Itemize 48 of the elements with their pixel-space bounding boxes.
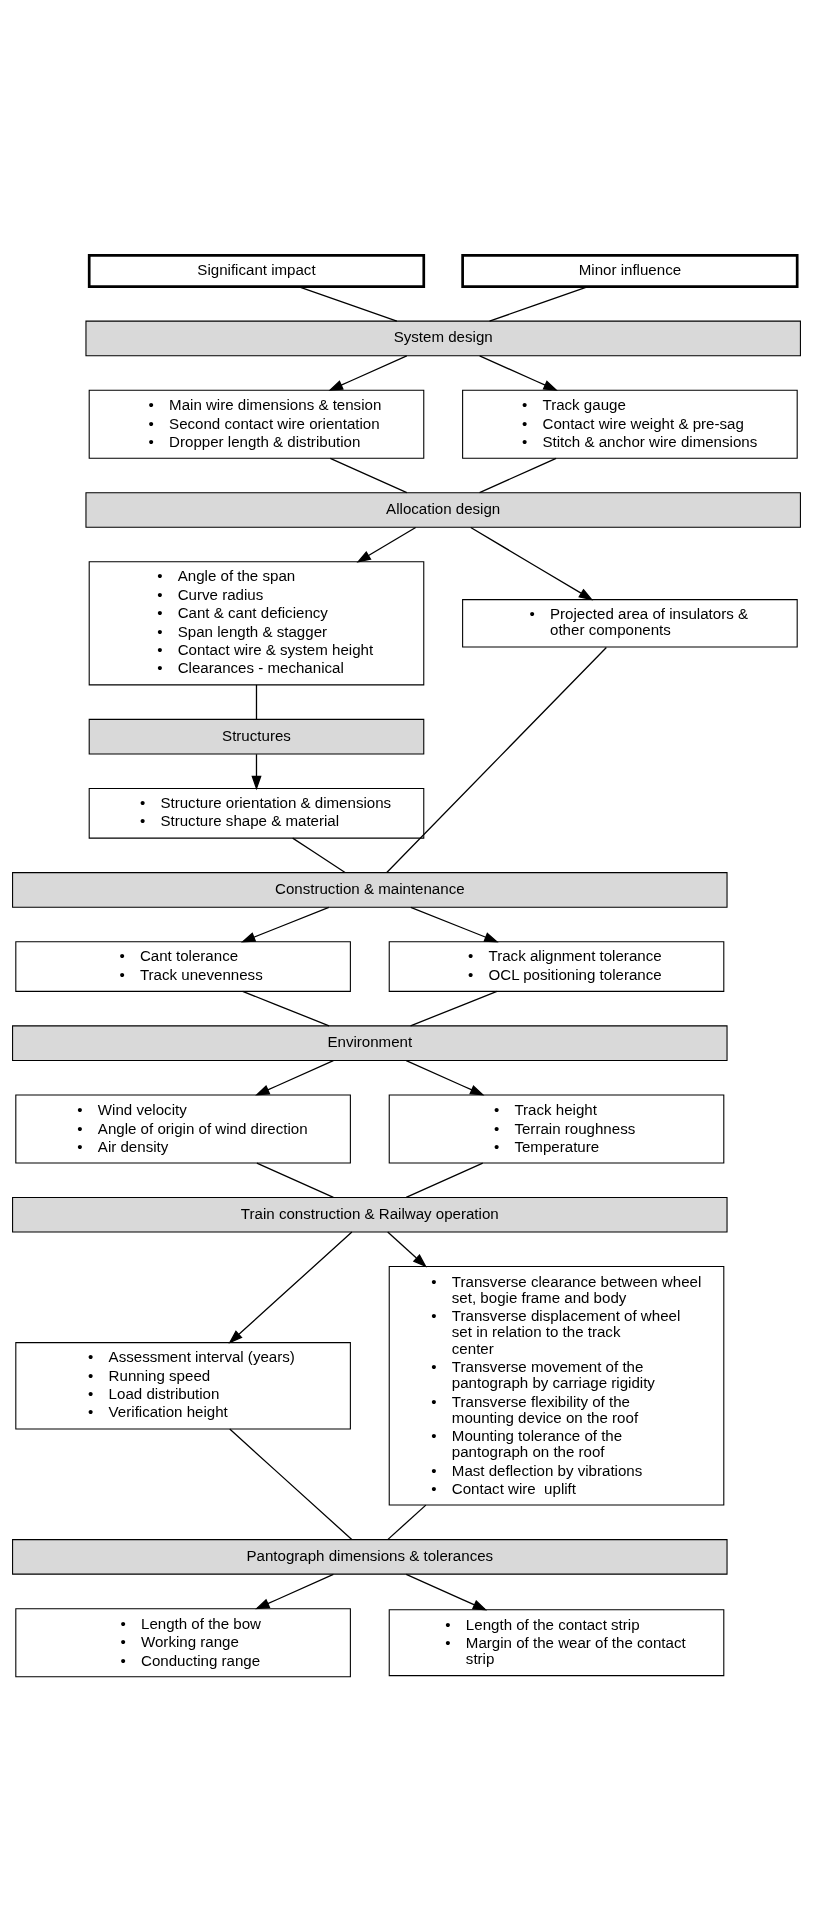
node-box: Minor influence <box>461 253 799 288</box>
connector <box>409 990 498 1027</box>
node-box: • Length of the contact strip • Margin of the wear of the contact strip <box>388 1609 725 1677</box>
node-box: • Assessment interval (years) • Running speed • Load distribution • Verification height <box>15 1342 351 1430</box>
arrow <box>479 355 558 391</box>
node-box: System design <box>85 320 801 357</box>
node-box: Significant impact <box>87 253 426 288</box>
connector <box>478 457 557 494</box>
connector <box>488 286 589 322</box>
node-box: • Track gauge • Contact wire weight & pre-sag • Stitch & anchor wire dimensions <box>462 389 798 459</box>
node-box: • Angle of the span • Curve radius • Cant & cant deficiency • Span length & stagger • Contact wire & system height • Clearances - mechanical <box>88 561 425 686</box>
node-box: Train construction & Railway operation <box>12 1196 728 1233</box>
arrow <box>356 526 417 563</box>
arrow <box>251 753 262 791</box>
node-box: • Track height • Terrain roughness • Temperature <box>388 1094 725 1164</box>
node-box: • Cant tolerance • Track unevenness <box>15 941 351 992</box>
node-box: • Length of the bow • Working range • Conducting range <box>15 1608 351 1678</box>
node-box: • Projected area of insulators & other components <box>462 599 798 648</box>
node-box: • Main wire dimensions & tension • Second contact wire orientation • Dropper length & distribution <box>88 389 425 459</box>
arrow <box>255 1573 334 1610</box>
arrow <box>255 1059 334 1096</box>
arrow <box>470 526 594 601</box>
connector <box>229 1428 353 1541</box>
connector <box>386 646 607 874</box>
connector <box>256 1162 335 1199</box>
node-box: • Wind velocity • Angle of origin of wind direction • Air density <box>15 1094 351 1164</box>
node-box: Pantograph dimensions & tolerances <box>12 1539 728 1575</box>
arrow <box>328 355 408 391</box>
node-box: Structures <box>88 718 425 755</box>
connector <box>387 1504 427 1540</box>
arrow <box>410 906 499 943</box>
connector <box>405 1162 484 1199</box>
arrow <box>228 1231 353 1344</box>
arrow <box>387 1231 427 1268</box>
node-box: Environment <box>12 1025 728 1061</box>
arrow <box>405 1573 488 1611</box>
connector <box>255 684 258 720</box>
connector <box>329 457 408 494</box>
connector <box>297 286 398 322</box>
connector <box>242 990 330 1027</box>
node-box: Construction & maintenance <box>12 872 728 908</box>
arrow <box>240 906 330 943</box>
node-box: • Structure orientation & dimensions • Structure shape & material <box>88 787 425 839</box>
connector <box>292 837 346 874</box>
node-box: Allocation design <box>85 492 801 528</box>
node-box: • Track alignment tolerance • OCL positioning tolerance <box>388 941 725 992</box>
node-box: • Transverse clearance between wheel set, bogie frame and body • Transverse displacement of wheel set in relation to the track center • Transverse movement of the pantograph by carriage rigidity • Transverse flexibility of the mounting device on the roof • Mounting tolerance of the pantograph on the roof • Mast deflection by vibrations • Contact wire uplift <box>388 1266 725 1506</box>
arrow <box>405 1059 485 1096</box>
